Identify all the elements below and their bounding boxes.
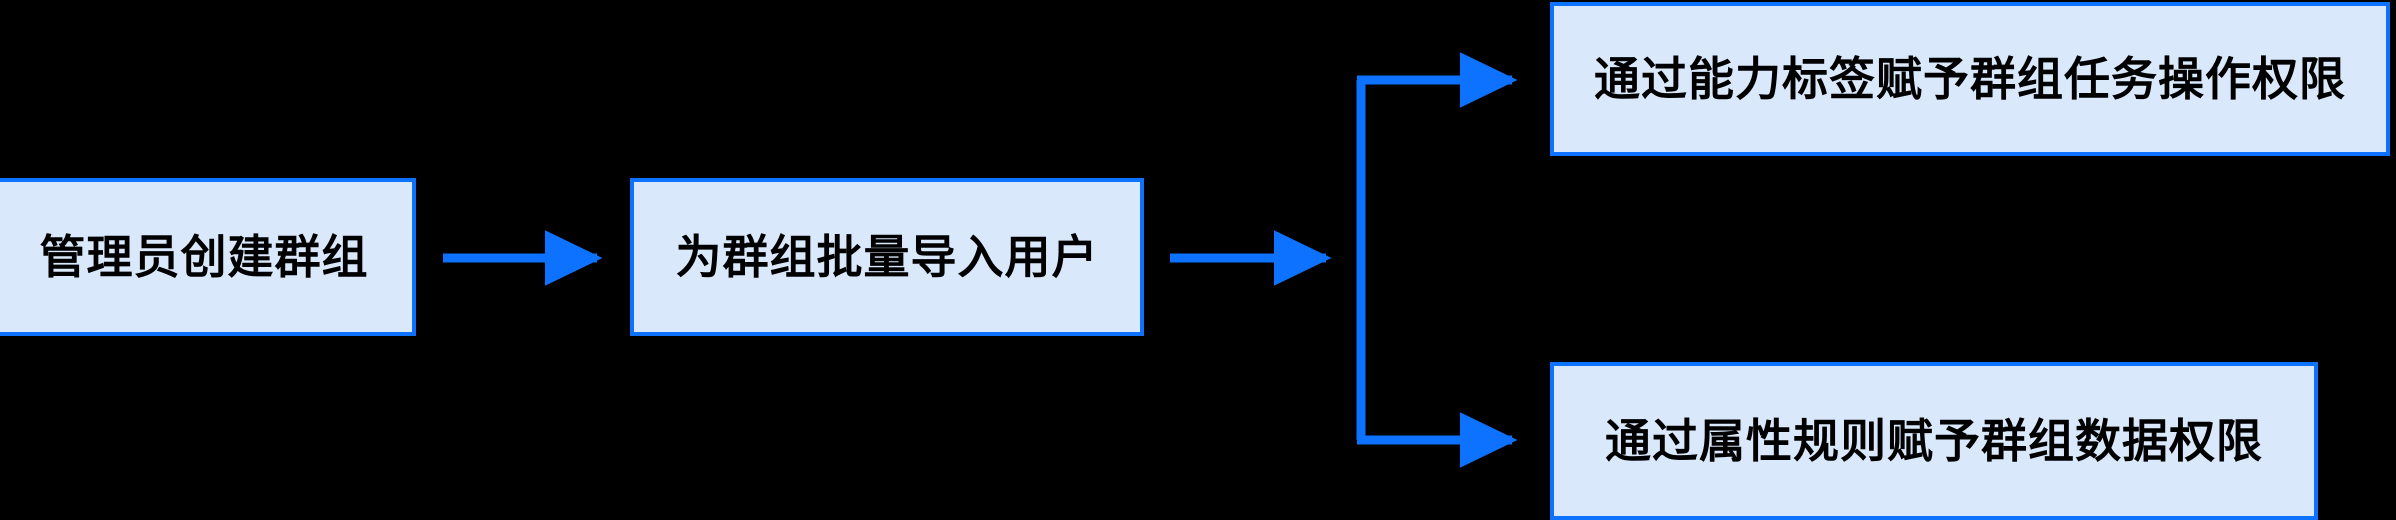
node-label: 通过属性规则赋予群组数据权限 xyxy=(1605,414,2263,467)
node-import-users[interactable]: 为群组批量导入用户 xyxy=(630,178,1144,336)
node-create-group[interactable]: 管理员创建群组 xyxy=(0,178,416,336)
node-data-permission[interactable]: 通过属性规则赋予群组数据权限 xyxy=(1550,362,2318,520)
node-task-permission[interactable]: 通过能力标签赋予群组任务操作权限 xyxy=(1550,2,2390,156)
node-label: 管理员创建群组 xyxy=(39,230,369,283)
node-label: 为群组批量导入用户 xyxy=(675,230,1099,283)
node-label: 通过能力标签赋予群组任务操作权限 xyxy=(1594,52,2346,105)
